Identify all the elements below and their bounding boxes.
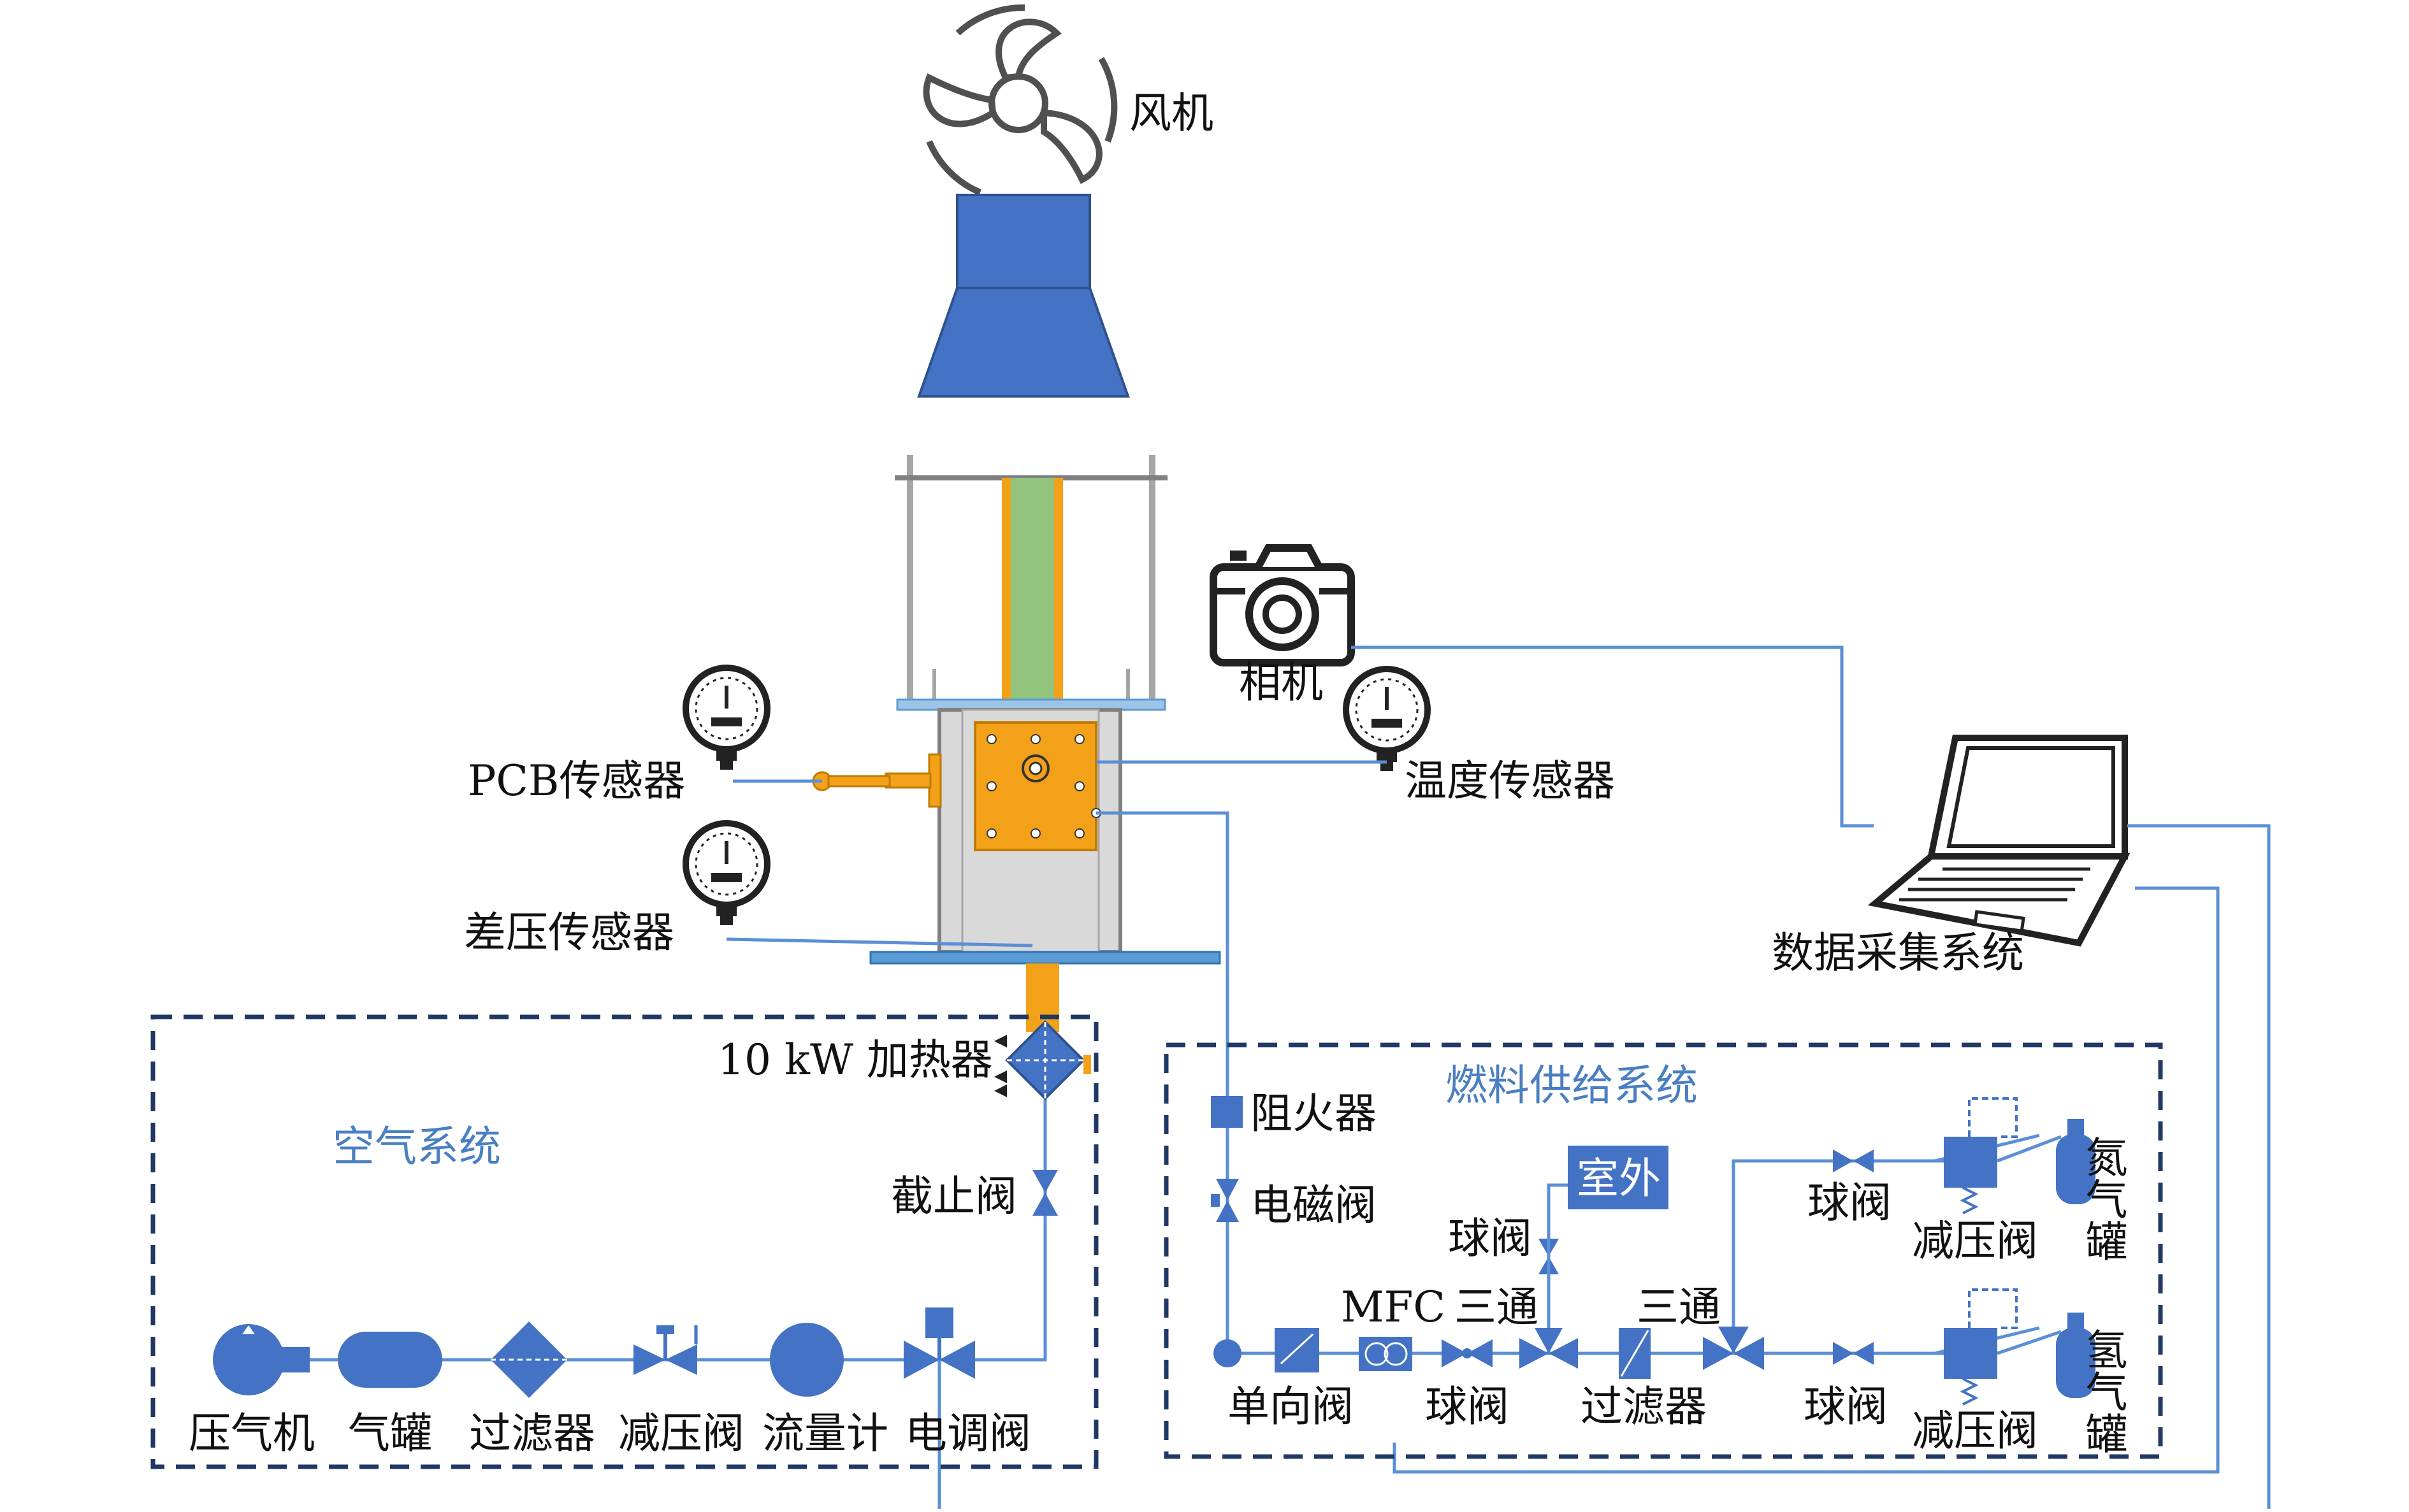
- solenoid-valve-icon: [1211, 1179, 1239, 1222]
- n2-tank-label: 氮气罐: [2079, 1135, 2128, 1262]
- flame-arrester-label: 阻火器: [1250, 1089, 1377, 1138]
- temp-sensor-label: 温度传感器: [1405, 756, 1615, 805]
- check-valve-label: 单向阀: [1227, 1382, 1354, 1431]
- fuel-filter-label: 过滤器: [1581, 1382, 1707, 1431]
- electric-valve-label: 电调阀: [905, 1409, 1031, 1458]
- pressure-reducer-icon: [633, 1325, 698, 1375]
- air-system-box: [150, 1014, 1099, 1469]
- laptop-icon: [1867, 735, 2130, 947]
- air-filter-icon: [491, 1321, 567, 1398]
- tee-icon: [1519, 1328, 1578, 1369]
- air-tank-label: 气罐: [348, 1409, 432, 1458]
- outdoor-vent-box: [1568, 1146, 1668, 1209]
- reducer-n2-label: 减压阀: [1912, 1216, 2038, 1265]
- air-tank-icon: [338, 1332, 442, 1388]
- camera-label: 相机: [1239, 658, 1323, 707]
- heater-icon: [994, 1020, 1091, 1100]
- compressor-label: 压气机: [189, 1409, 315, 1458]
- fan-icon: [923, 4, 1118, 196]
- ball-valve-vent-label: 球阀: [1448, 1214, 1532, 1263]
- pressure-gauge-icon: [1343, 666, 1431, 771]
- h2-tank-label: 氢气罐: [2079, 1328, 2128, 1454]
- reducer-h2-label: 减压阀: [1912, 1406, 2038, 1455]
- pressure-reducer-icon: [1944, 1288, 2018, 1406]
- gas-cylinder-icon: [2056, 1119, 2095, 1204]
- tee-2-label: 三通: [1637, 1283, 1721, 1332]
- daq-label: 数据采集系统: [1772, 928, 2024, 977]
- mfc-label: MFC: [1341, 1283, 1445, 1332]
- fuel-system-title: 燃料供给系统: [1445, 1061, 1698, 1110]
- h2-line-2: [1997, 1330, 2062, 1355]
- sensor-lines: [726, 760, 1387, 947]
- pcb-sensor-label: PCB传感器: [468, 756, 685, 805]
- electric-valve-icon: [904, 1307, 975, 1379]
- tee-icon: [1703, 1327, 1764, 1370]
- tee-1-label: 三通: [1454, 1283, 1538, 1332]
- pressure-gauge-icon: [683, 820, 770, 925]
- fan-label: 风机: [1129, 89, 1213, 138]
- air-system-title: 空气系统: [333, 1122, 501, 1171]
- combustor: [812, 455, 1221, 1032]
- ball-valve-icon: [1833, 1342, 1874, 1365]
- heater-label: 10 kW 加热器: [718, 1035, 993, 1084]
- dp-sensor-label: 差压传感器: [464, 908, 674, 957]
- mfc-icon: [1359, 1337, 1412, 1371]
- ball-valve-n2-label: 球阀: [1807, 1178, 1892, 1227]
- check-valve-icon: [1213, 1328, 1319, 1372]
- shutoff-valve-icon: [1032, 1170, 1058, 1216]
- fuel-filter-icon: [1619, 1328, 1651, 1379]
- shutoff-valve-label: 截止阀: [891, 1172, 1017, 1221]
- flowmeter-icon: [770, 1323, 844, 1397]
- pressure-reducer-icon: [1944, 1097, 2018, 1214]
- ball-valve-1-label: 球阀: [1425, 1382, 1509, 1431]
- ball-valve-h2-label: 球阀: [1804, 1382, 1888, 1431]
- pressure-gauge-icon: [683, 665, 770, 770]
- compressor-icon: [213, 1324, 310, 1395]
- camera-icon: [1210, 544, 1355, 666]
- exhaust-hood: [917, 194, 1130, 398]
- air-pressure-reducer-label: 减压阀: [618, 1409, 744, 1458]
- ball-valve-icon: [1833, 1149, 1874, 1172]
- air-filter-label: 过滤器: [469, 1409, 595, 1458]
- outdoor-label: 室外: [1577, 1154, 1661, 1203]
- fuel-system-box: [1164, 1042, 2163, 1459]
- vent-line: [1547, 1183, 1568, 1325]
- n2-line-2: [1997, 1135, 2062, 1163]
- solenoid-valve-label: 电磁阀: [1250, 1181, 1377, 1230]
- gas-cylinder-icon: [2056, 1313, 2095, 1398]
- flame-arrester-icon: [1211, 1096, 1243, 1128]
- flowmeter-label: 流量计: [762, 1409, 888, 1458]
- ball-valve-icon: [1442, 1339, 1493, 1367]
